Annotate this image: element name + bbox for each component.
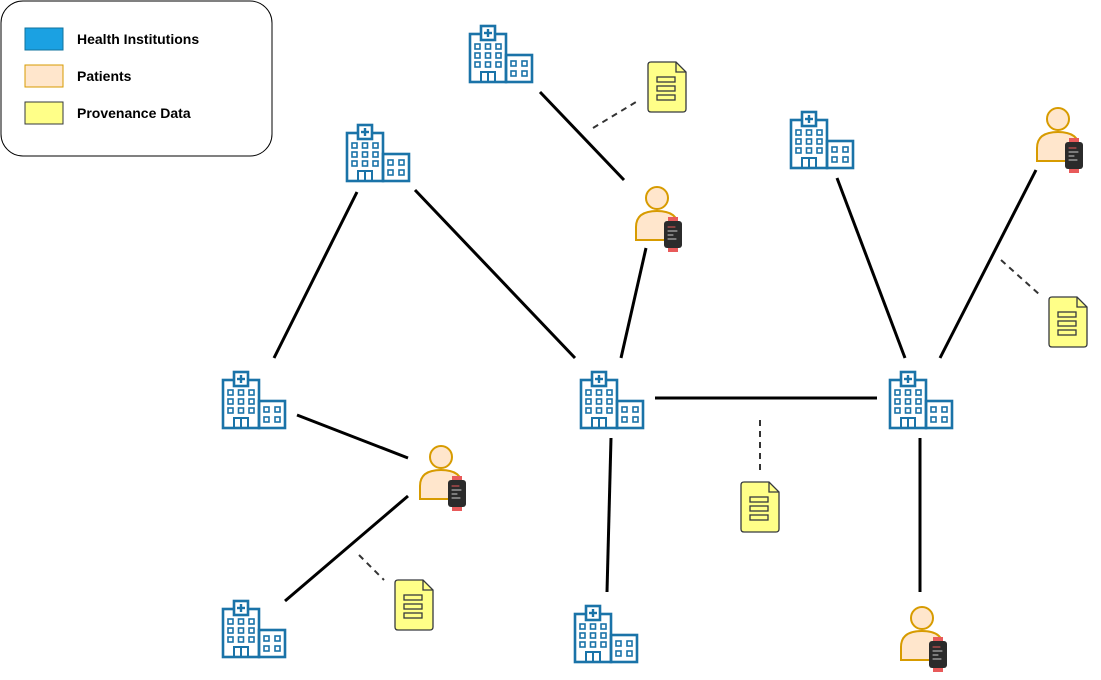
- provenance-link: [358, 554, 385, 581]
- connections: [272, 90, 1038, 603]
- edge: [284, 494, 409, 603]
- edge: [538, 90, 626, 182]
- provenance-link: [1000, 259, 1041, 296]
- patients: [419, 107, 1084, 673]
- hospital-icon: [579, 370, 645, 430]
- hospital-icon: [573, 604, 639, 664]
- patient-with-smartwatch-icon: [635, 186, 683, 253]
- legend-label-patients: Patients: [77, 68, 132, 84]
- document-icon: [740, 481, 780, 533]
- provenance-data: [394, 61, 1088, 631]
- document-icon: [647, 61, 687, 113]
- hospital-icon: [221, 599, 287, 659]
- legend-swatch-provenance-data: [24, 101, 64, 125]
- edge: [272, 191, 359, 359]
- hospital-icon: [345, 123, 411, 183]
- patient-with-smartwatch-icon: [1036, 107, 1084, 174]
- legend-label-health-institutions: Health Institutions: [77, 31, 199, 47]
- document-icon: [394, 579, 434, 631]
- edge: [296, 413, 409, 460]
- edge: [413, 188, 577, 360]
- hospital-icon: [789, 110, 855, 170]
- legend: Health Institutions Patients Provenance …: [0, 0, 273, 157]
- edge: [605, 437, 613, 593]
- provenance-links: [358, 101, 1041, 581]
- legend-swatch-health-institutions: [24, 27, 64, 51]
- document-icon: [1048, 296, 1088, 348]
- hospital-icon: [468, 24, 534, 84]
- hospital-icon: [888, 370, 954, 430]
- patient-with-smartwatch-icon: [419, 445, 467, 512]
- legend-box: [0, 0, 273, 157]
- provenance-link: [592, 101, 637, 129]
- legend-label-provenance-data: Provenance Data: [77, 105, 191, 121]
- edge: [938, 169, 1038, 359]
- edge: [835, 177, 907, 359]
- health-institutions: [221, 24, 954, 664]
- hospital-icon: [221, 370, 287, 430]
- edge: [619, 247, 648, 359]
- legend-swatch-patients: [24, 64, 64, 88]
- patient-with-smartwatch-icon: [900, 606, 948, 673]
